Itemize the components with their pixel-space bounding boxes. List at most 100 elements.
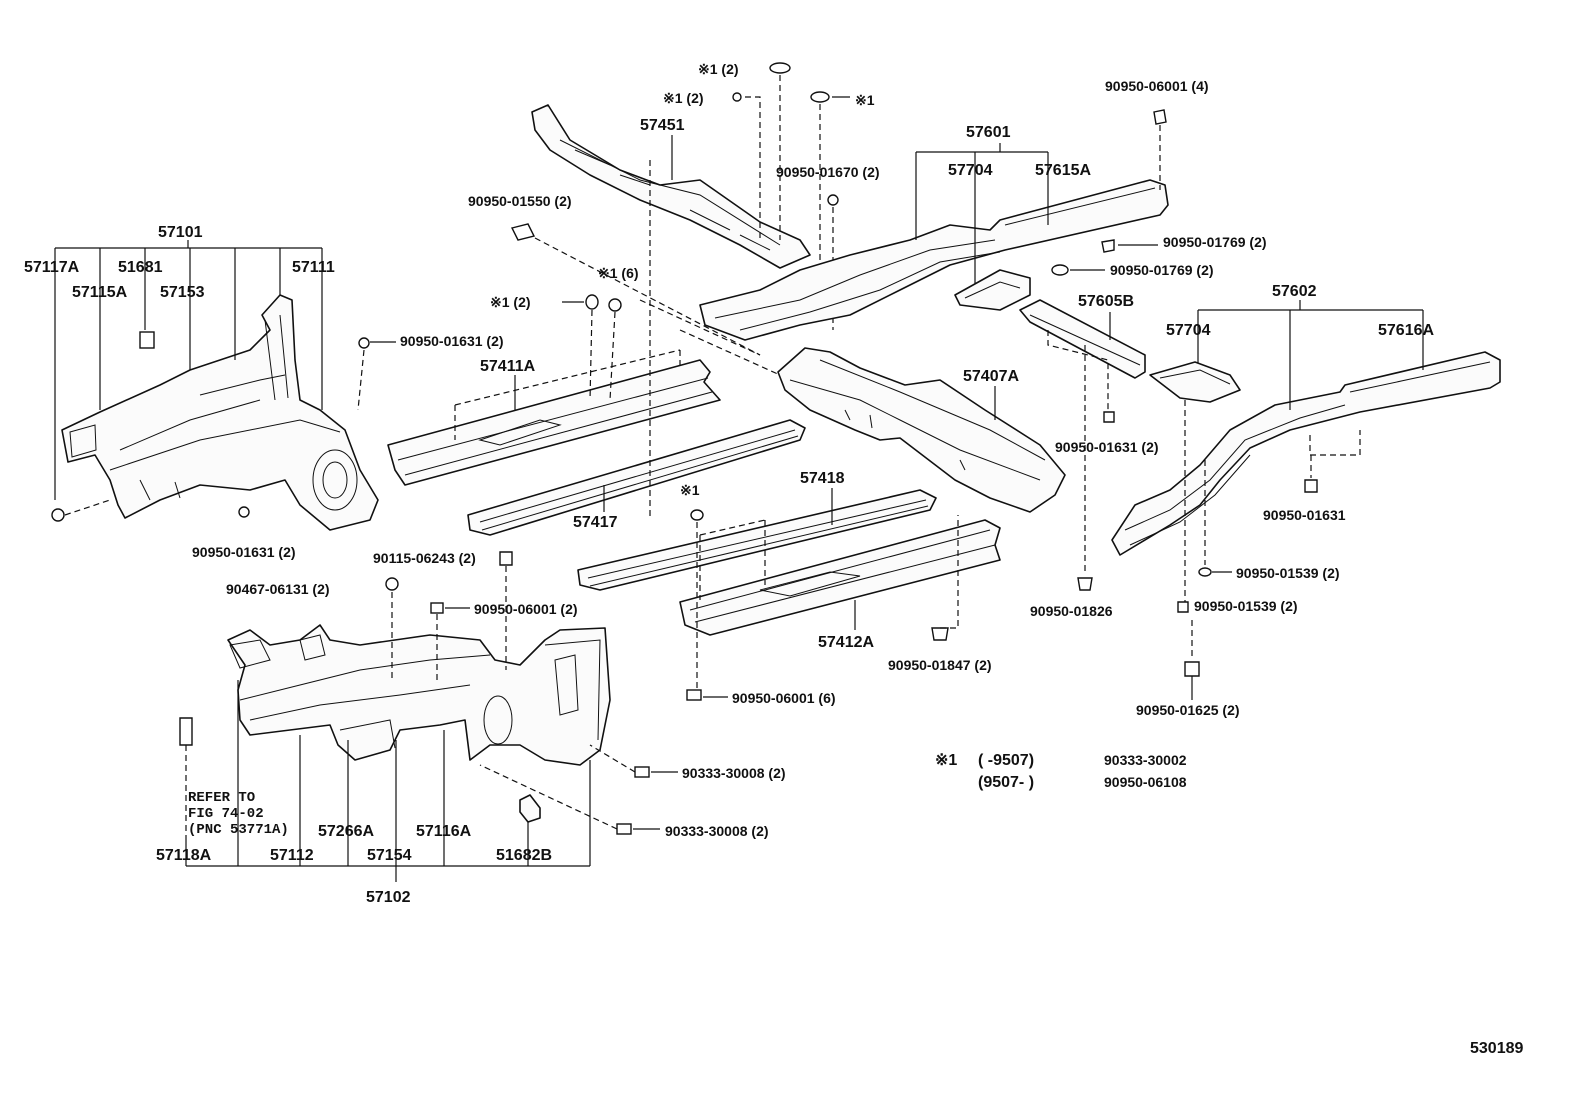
plug-06001-4: [1153, 109, 1167, 125]
label-90333-30008-b: 90333-30008 (2): [665, 823, 769, 839]
label-57102: 57102: [366, 889, 411, 906]
plug-01539-a: [1198, 567, 1212, 577]
label-57418: 57418: [800, 470, 845, 487]
plug-left-top: [358, 337, 370, 349]
label-57417: 57417: [573, 514, 618, 531]
label-57111: 57111: [292, 259, 335, 276]
label-90115-06243: 90115-06243 (2): [373, 550, 476, 566]
rocker-57418: [577, 489, 937, 591]
label-90950-01670: 90950-01670 (2): [776, 164, 880, 180]
plug-x1-right: [810, 91, 830, 103]
note-x1-mark: ※1: [935, 752, 957, 769]
label-90950-06001-6: 90950-06001 (6): [732, 690, 836, 706]
label-57704-b: 57704: [1166, 322, 1211, 339]
crossmember-57407A: [777, 347, 1066, 513]
plug-30008-a: [634, 766, 650, 778]
label-90467-06131: 90467-06131 (2): [226, 581, 330, 597]
label-90950-01631-c: 90950-01631 (2): [1055, 439, 1159, 455]
rocker-57417: [467, 419, 806, 536]
label-90950-01550: 90950-01550 (2): [468, 193, 572, 209]
note-x1: ※1 ( -9507) 90333-30002 (9507- ) 90950-0…: [935, 752, 1187, 791]
front-side-member-assembly-lower: [227, 624, 611, 766]
plug-left-lower: [179, 717, 193, 746]
figure-id: 530189: [1470, 1040, 1523, 1057]
plug-x1-mid: [732, 92, 742, 102]
label-57605B: 57605B: [1078, 293, 1134, 310]
label-x1-2-left: ※1 (2): [490, 294, 531, 310]
label-57116A: 57116A: [416, 823, 472, 840]
plug-left-edge: [51, 508, 65, 522]
plug-01847: [931, 627, 949, 641]
label-refer-1: REFER TO: [188, 790, 255, 806]
label-57117A: 57117A: [24, 259, 80, 276]
plug-30008-b: [616, 823, 632, 835]
label-x1-2-top: ※1 (2): [698, 61, 739, 77]
label-90950-01769-b: 90950-01769 (2): [1110, 262, 1214, 278]
label-90950-01769-a: 90950-01769 (2): [1163, 234, 1267, 250]
label-90950-01826: 90950-01826: [1030, 603, 1113, 619]
label-57615A: 57615A: [1035, 162, 1091, 179]
plug-06001-6: [686, 689, 702, 701]
plug-left-bottom: [238, 506, 250, 518]
plug-01826: [1077, 577, 1093, 591]
plug-01769-a: [1101, 239, 1115, 253]
plug-x1-top: [769, 62, 791, 74]
clip-51681: [139, 331, 155, 349]
bolt-06243: [499, 551, 513, 566]
label-x1-single-top: ※1: [855, 92, 875, 108]
label-90950-06001-2: 90950-06001 (2): [474, 601, 578, 617]
side-member-57412A: [679, 519, 1001, 636]
bracket-57704-b: [1149, 361, 1241, 403]
rear-side-member-57602: [1111, 351, 1501, 556]
label-x1-6: ※1 (6): [598, 265, 639, 281]
label-57153: 57153: [160, 284, 205, 301]
label-refer-2: FIG 74-02: [188, 806, 264, 822]
label-90950-01631-d: 90950-01631: [1263, 507, 1346, 523]
plug-01631-d: [1304, 479, 1318, 493]
nut-06131: [385, 577, 399, 591]
label-57112: 57112: [270, 847, 314, 864]
label-57616A: 57616A: [1378, 322, 1434, 339]
label-90950-01847: 90950-01847 (2): [888, 657, 992, 673]
note-row2-range: (9507- ): [978, 774, 1034, 791]
label-90950-01539-b: 90950-01539 (2): [1194, 598, 1298, 614]
label-51681: 51681: [118, 259, 163, 276]
label-57407A: 57407A: [963, 368, 1019, 385]
front-side-member-assembly-upper: [61, 294, 379, 531]
note-row1-part: 90333-30002: [1104, 752, 1187, 768]
label-90950-01625: 90950-01625 (2): [1136, 702, 1240, 718]
label-57451: 57451: [640, 117, 685, 134]
label-51682B: 51682B: [496, 847, 552, 864]
bracket-57102: [185, 680, 591, 882]
note-row2-part: 90950-06108: [1104, 774, 1187, 790]
member-57605B: [1019, 299, 1146, 379]
bracket-57101: [54, 240, 323, 500]
label-90333-30008-a: 90333-30008 (2): [682, 765, 786, 781]
label-57602: 57602: [1272, 283, 1317, 300]
bracket-51682B: [519, 794, 541, 823]
plug-01539-b: [1177, 601, 1189, 613]
plug-01550: [510, 223, 536, 241]
plug-01631-c: [1103, 411, 1115, 423]
label-57412A: 57412A: [818, 634, 874, 651]
plug-01769-b: [1051, 264, 1069, 276]
label-57266A: 57266A: [318, 823, 374, 840]
label-57411A: 57411A: [480, 358, 536, 375]
label-refer-3: (PNC 53771A): [188, 822, 289, 838]
label-x1-single-mid: ※1: [680, 482, 700, 498]
label-90950-06001-4: 90950-06001 (4): [1105, 78, 1209, 94]
plug-06001-2: [430, 602, 444, 614]
label-57115A: 57115A: [72, 284, 128, 301]
label-90950-01631-2-a: 90950-01631 (2): [400, 333, 504, 349]
label-57704-a: 57704: [948, 162, 993, 179]
label-57154: 57154: [367, 847, 412, 864]
label-57118A: 57118A: [156, 847, 212, 864]
rear-side-member-57601: [699, 179, 1169, 341]
plug-x1-6: [608, 298, 622, 312]
plug-x1-left: [585, 294, 599, 310]
label-57101: 57101: [158, 224, 203, 241]
label-x1-2-mid: ※1 (2): [663, 90, 704, 106]
bracket-57704-a: [954, 269, 1031, 311]
side-member-57411A: [387, 359, 721, 486]
